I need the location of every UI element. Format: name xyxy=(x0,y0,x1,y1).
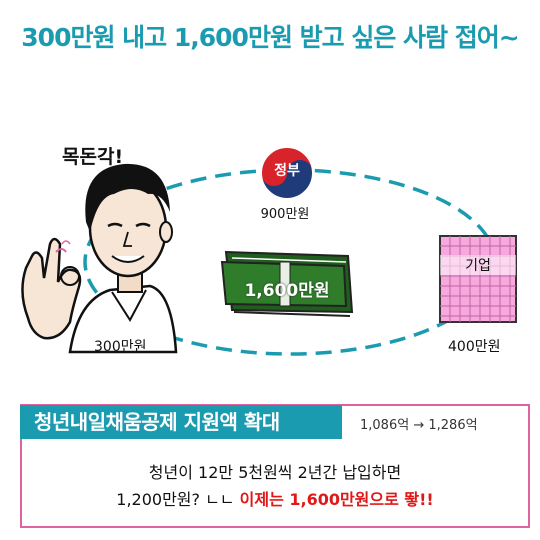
money-stack-icon xyxy=(220,250,354,317)
body-line-2: 1,200만원? ㄴㄴ 이제는 1,600만원으로 뙇!! xyxy=(20,486,530,510)
body-line-2-prefix: 1,200만원? ㄴㄴ xyxy=(116,490,240,509)
page-title: 300만원 내고 1,600만원 받고 싶은 사람 접어~ xyxy=(21,23,519,52)
company-name: 기업 xyxy=(440,255,516,275)
government-emblem-text: 정부 xyxy=(274,163,300,179)
budget-change: 1,086억 → 1,286억 xyxy=(360,414,478,433)
budget-from: 1,086억 xyxy=(360,418,410,433)
body-line-2-highlight: 이제는 1,600만원으로 뙇!! xyxy=(239,490,434,509)
company-amount: 400만원 xyxy=(448,339,501,355)
budget-to: 1,286억 xyxy=(428,418,478,433)
government-amount: 900만원 xyxy=(260,207,310,222)
program-banner: 청년내일채움공제 지원액 확대 xyxy=(20,405,342,439)
money-stack-label: 1,600만원 xyxy=(244,281,330,301)
company-building-icon xyxy=(439,235,517,323)
illustration-scene: 목돈각! 정부 900만원 300만원 기업 400만원 1,600만원 xyxy=(21,146,517,356)
body-line-1: 청년이 12만 5천원씩 2년간 납입하면 xyxy=(148,463,402,482)
flow-diagram xyxy=(21,146,517,356)
person-illustration xyxy=(21,163,178,354)
speech-text: 목돈각! xyxy=(62,146,124,168)
government-emblem-icon xyxy=(260,146,314,200)
arrow-right-icon: → xyxy=(413,418,425,433)
person-amount: 300만원 xyxy=(94,339,147,355)
